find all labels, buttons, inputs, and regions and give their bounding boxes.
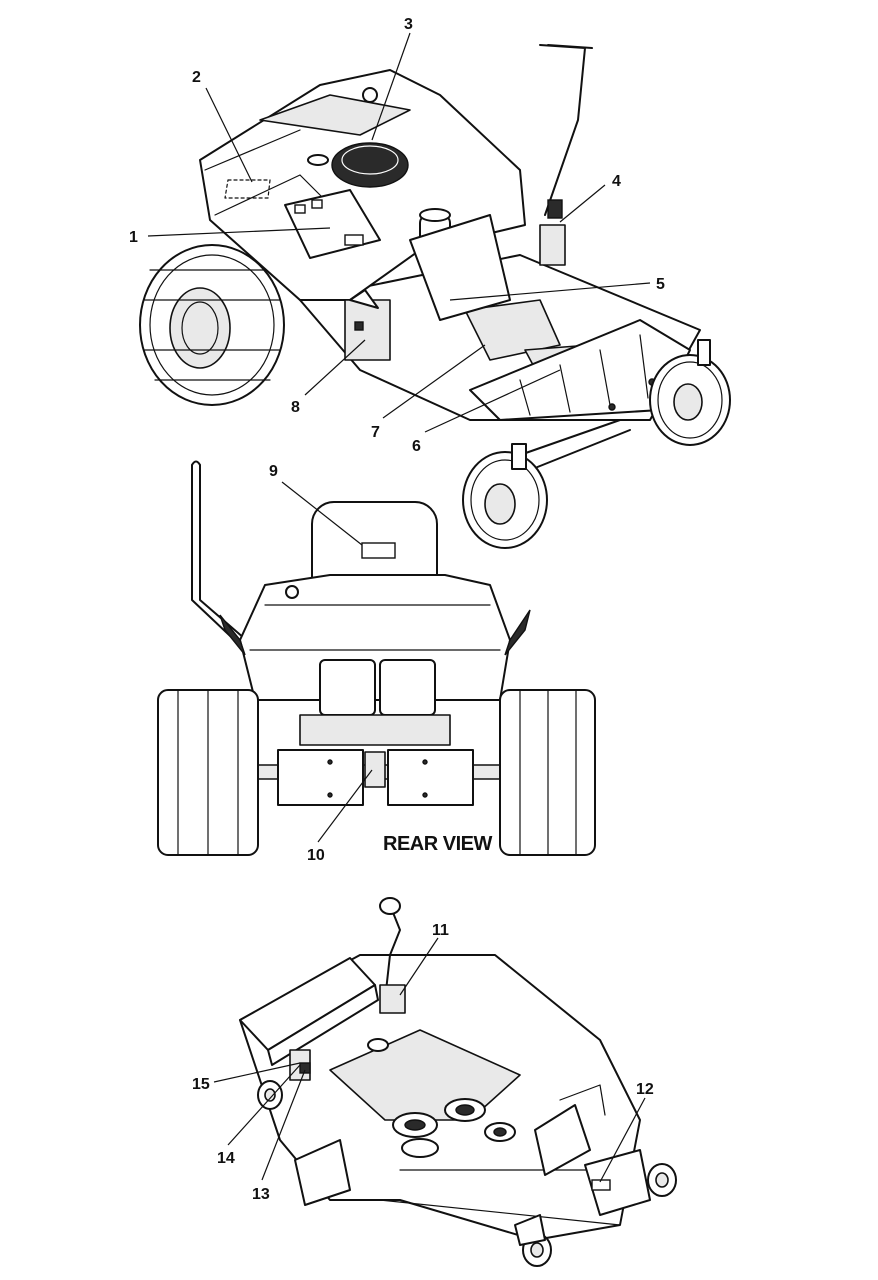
callout-2: 2: [192, 69, 201, 86]
callout-14: 14: [217, 1150, 235, 1167]
rear-view-left-tire: [157, 689, 259, 856]
seat-rear: [409, 214, 511, 321]
steering-lever-left: [344, 289, 391, 361]
decal-9-location: [361, 542, 396, 559]
callout-5: 5: [656, 276, 665, 293]
front-left-caster: [462, 419, 631, 549]
callout-10: 10: [307, 847, 325, 864]
deck-pulleys: [392, 1098, 516, 1158]
callout-12: 12: [636, 1081, 654, 1098]
deck-caster-right: [647, 1163, 677, 1197]
decal-10-location: [364, 751, 386, 788]
rear-left-tire: [139, 244, 285, 406]
callout-8: 8: [291, 399, 300, 416]
callout-11: 11: [432, 922, 449, 939]
callout-1: 1: [129, 229, 138, 246]
mower-rear-view: [157, 460, 596, 856]
rear-view-label: REAR VIEW: [383, 833, 492, 855]
callout-9: 9: [269, 463, 278, 480]
callout-3: 3: [404, 16, 413, 33]
decal-12-location: [591, 1179, 611, 1191]
leader-lines: [147, 32, 651, 1183]
callout-4: 4: [612, 173, 621, 190]
callout-13: 13: [252, 1186, 270, 1203]
front-right-caster: [649, 339, 731, 446]
mower-deck-view: [239, 897, 677, 1267]
callout-6: 6: [412, 438, 421, 455]
steering-lever-right: [539, 44, 593, 266]
decal-13-location: [299, 1062, 311, 1074]
callout-15: 15: [192, 1076, 210, 1093]
mower-isometric-view: [139, 44, 731, 549]
rear-view-right-tire: [499, 689, 596, 856]
deck-caster-left: [257, 1080, 283, 1110]
callout-7: 7: [371, 424, 380, 441]
deck-lift-handle: [384, 904, 401, 1001]
chassis-footrest: [299, 254, 701, 421]
